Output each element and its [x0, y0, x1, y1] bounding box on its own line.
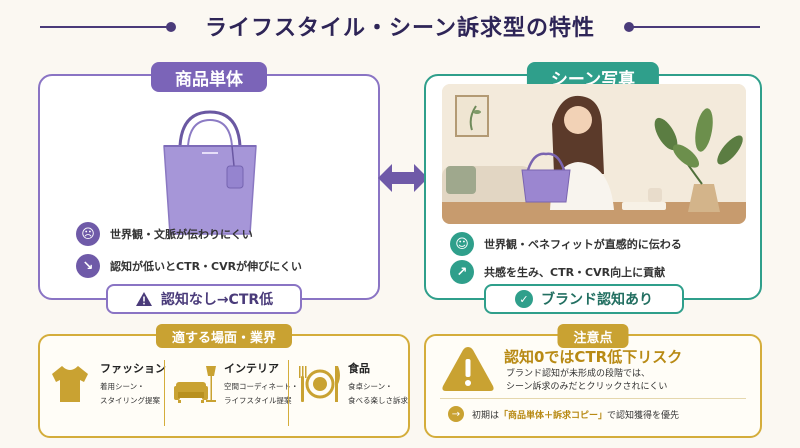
title-rule-right — [630, 26, 760, 28]
industries-panel: 適する場面・業界 ファッション 着用シーン・スタイリング提案 インテリア — [38, 324, 410, 438]
caution-panel: 注意点 認知0ではCTR低下リスク ブランド認知が未形成の段階では、シーン訴求の… — [424, 324, 762, 438]
trend-up-icon: ↗ — [450, 260, 474, 284]
industry-divider-2 — [288, 360, 289, 426]
title-dot-right — [624, 22, 634, 32]
caution-headline: 認知0ではCTR低下リスク — [504, 348, 683, 366]
lifestyle-scene-illustration — [442, 84, 746, 224]
sad-face-icon: ☹ — [76, 222, 100, 246]
sofa-lamp-icon — [172, 362, 220, 410]
caution-header: 注意点 — [557, 324, 629, 348]
product-only-header: 商品単体 — [151, 62, 267, 92]
industry-interior: インテリア 空間コーディネート・ライフスタイル提案 — [168, 354, 298, 434]
industry-food: 食品 食卓シーン・食べる楽しさ訴求 — [292, 354, 410, 434]
scene-photo-panel: シーン写真 ☺ 世界観・ベネフィットが直感的に伝わる — [424, 62, 762, 300]
title-dot-left — [166, 22, 176, 32]
industry-fashion-desc: 着用シーン・スタイリング提案 — [100, 382, 160, 405]
handbag-illustration — [150, 106, 270, 246]
industry-food-desc: 食卓シーン・食べる楽しさ訴求 — [348, 382, 408, 405]
caution-footnote: → 初期は「商品単体＋訴求コピー」で認知獲得を優先 — [448, 406, 679, 422]
right-point-2: ↗ 共感を生み、CTR・CVR向上に貢献 — [450, 260, 665, 284]
right-verdict-badge: ✓ ブランド認知あり — [484, 284, 684, 314]
industry-fashion: ファッション 着用シーン・スタイリング提案 — [44, 354, 166, 434]
caution-description: ブランド認知が未形成の段階では、シーン訴求のみだとクリックされにくい — [506, 369, 668, 392]
right-point-1: ☺ 世界観・ベネフィットが直感的に伝わる — [450, 232, 682, 256]
smile-face-icon: ☺ — [450, 232, 474, 256]
industry-fashion-title: ファッション — [100, 362, 166, 375]
industry-interior-desc: 空間コーディネート・ライフスタイル提案 — [224, 382, 299, 405]
right-point-2-text: 共感を生み、CTR・CVR向上に貢献 — [484, 266, 666, 279]
right-verdict-text: ブランド認知あり — [541, 292, 653, 308]
industry-interior-title: インテリア — [224, 362, 279, 375]
plate-cutlery-icon — [296, 362, 344, 410]
industry-divider-1 — [164, 360, 165, 426]
industry-food-title: 食品 — [348, 362, 370, 375]
left-point-1-text: 世界観・文脈が伝わりにくい — [110, 228, 253, 241]
product-only-panel: 商品単体 ☹ 世界観・文脈が伝わりにくい ↘ 認知が低いとCTR・CVRが伸びに… — [38, 62, 380, 300]
left-point-2: ↘ 認知が低いとCTR・CVRが伸びにくい — [76, 254, 302, 278]
warning-icon — [135, 292, 152, 306]
double-arrow-icon — [376, 158, 430, 198]
caution-warning-icon — [440, 344, 496, 398]
left-verdict-text: 認知なし→CTR低 — [160, 292, 274, 308]
left-point-1: ☹ 世界観・文脈が伝わりにくい — [76, 222, 253, 246]
title-rule-left — [40, 26, 170, 28]
title-bar: ライフスタイル・シーン訴求型の特性 — [0, 6, 800, 46]
page-title: ライフスタイル・シーン訴求型の特性 — [205, 16, 595, 41]
left-point-2-text: 認知が低いとCTR・CVRが伸びにくい — [110, 260, 302, 273]
check-circle-icon: ✓ — [515, 290, 533, 308]
trend-down-icon: ↘ — [76, 254, 100, 278]
industries-header: 適する場面・業界 — [155, 324, 293, 348]
caution-divider — [440, 398, 746, 399]
arrow-right-icon: → — [448, 406, 464, 422]
right-point-1-text: 世界観・ベネフィットが直感的に伝わる — [484, 238, 682, 251]
left-verdict-badge: 認知なし→CTR低 — [106, 284, 302, 314]
tshirt-icon — [48, 362, 92, 410]
